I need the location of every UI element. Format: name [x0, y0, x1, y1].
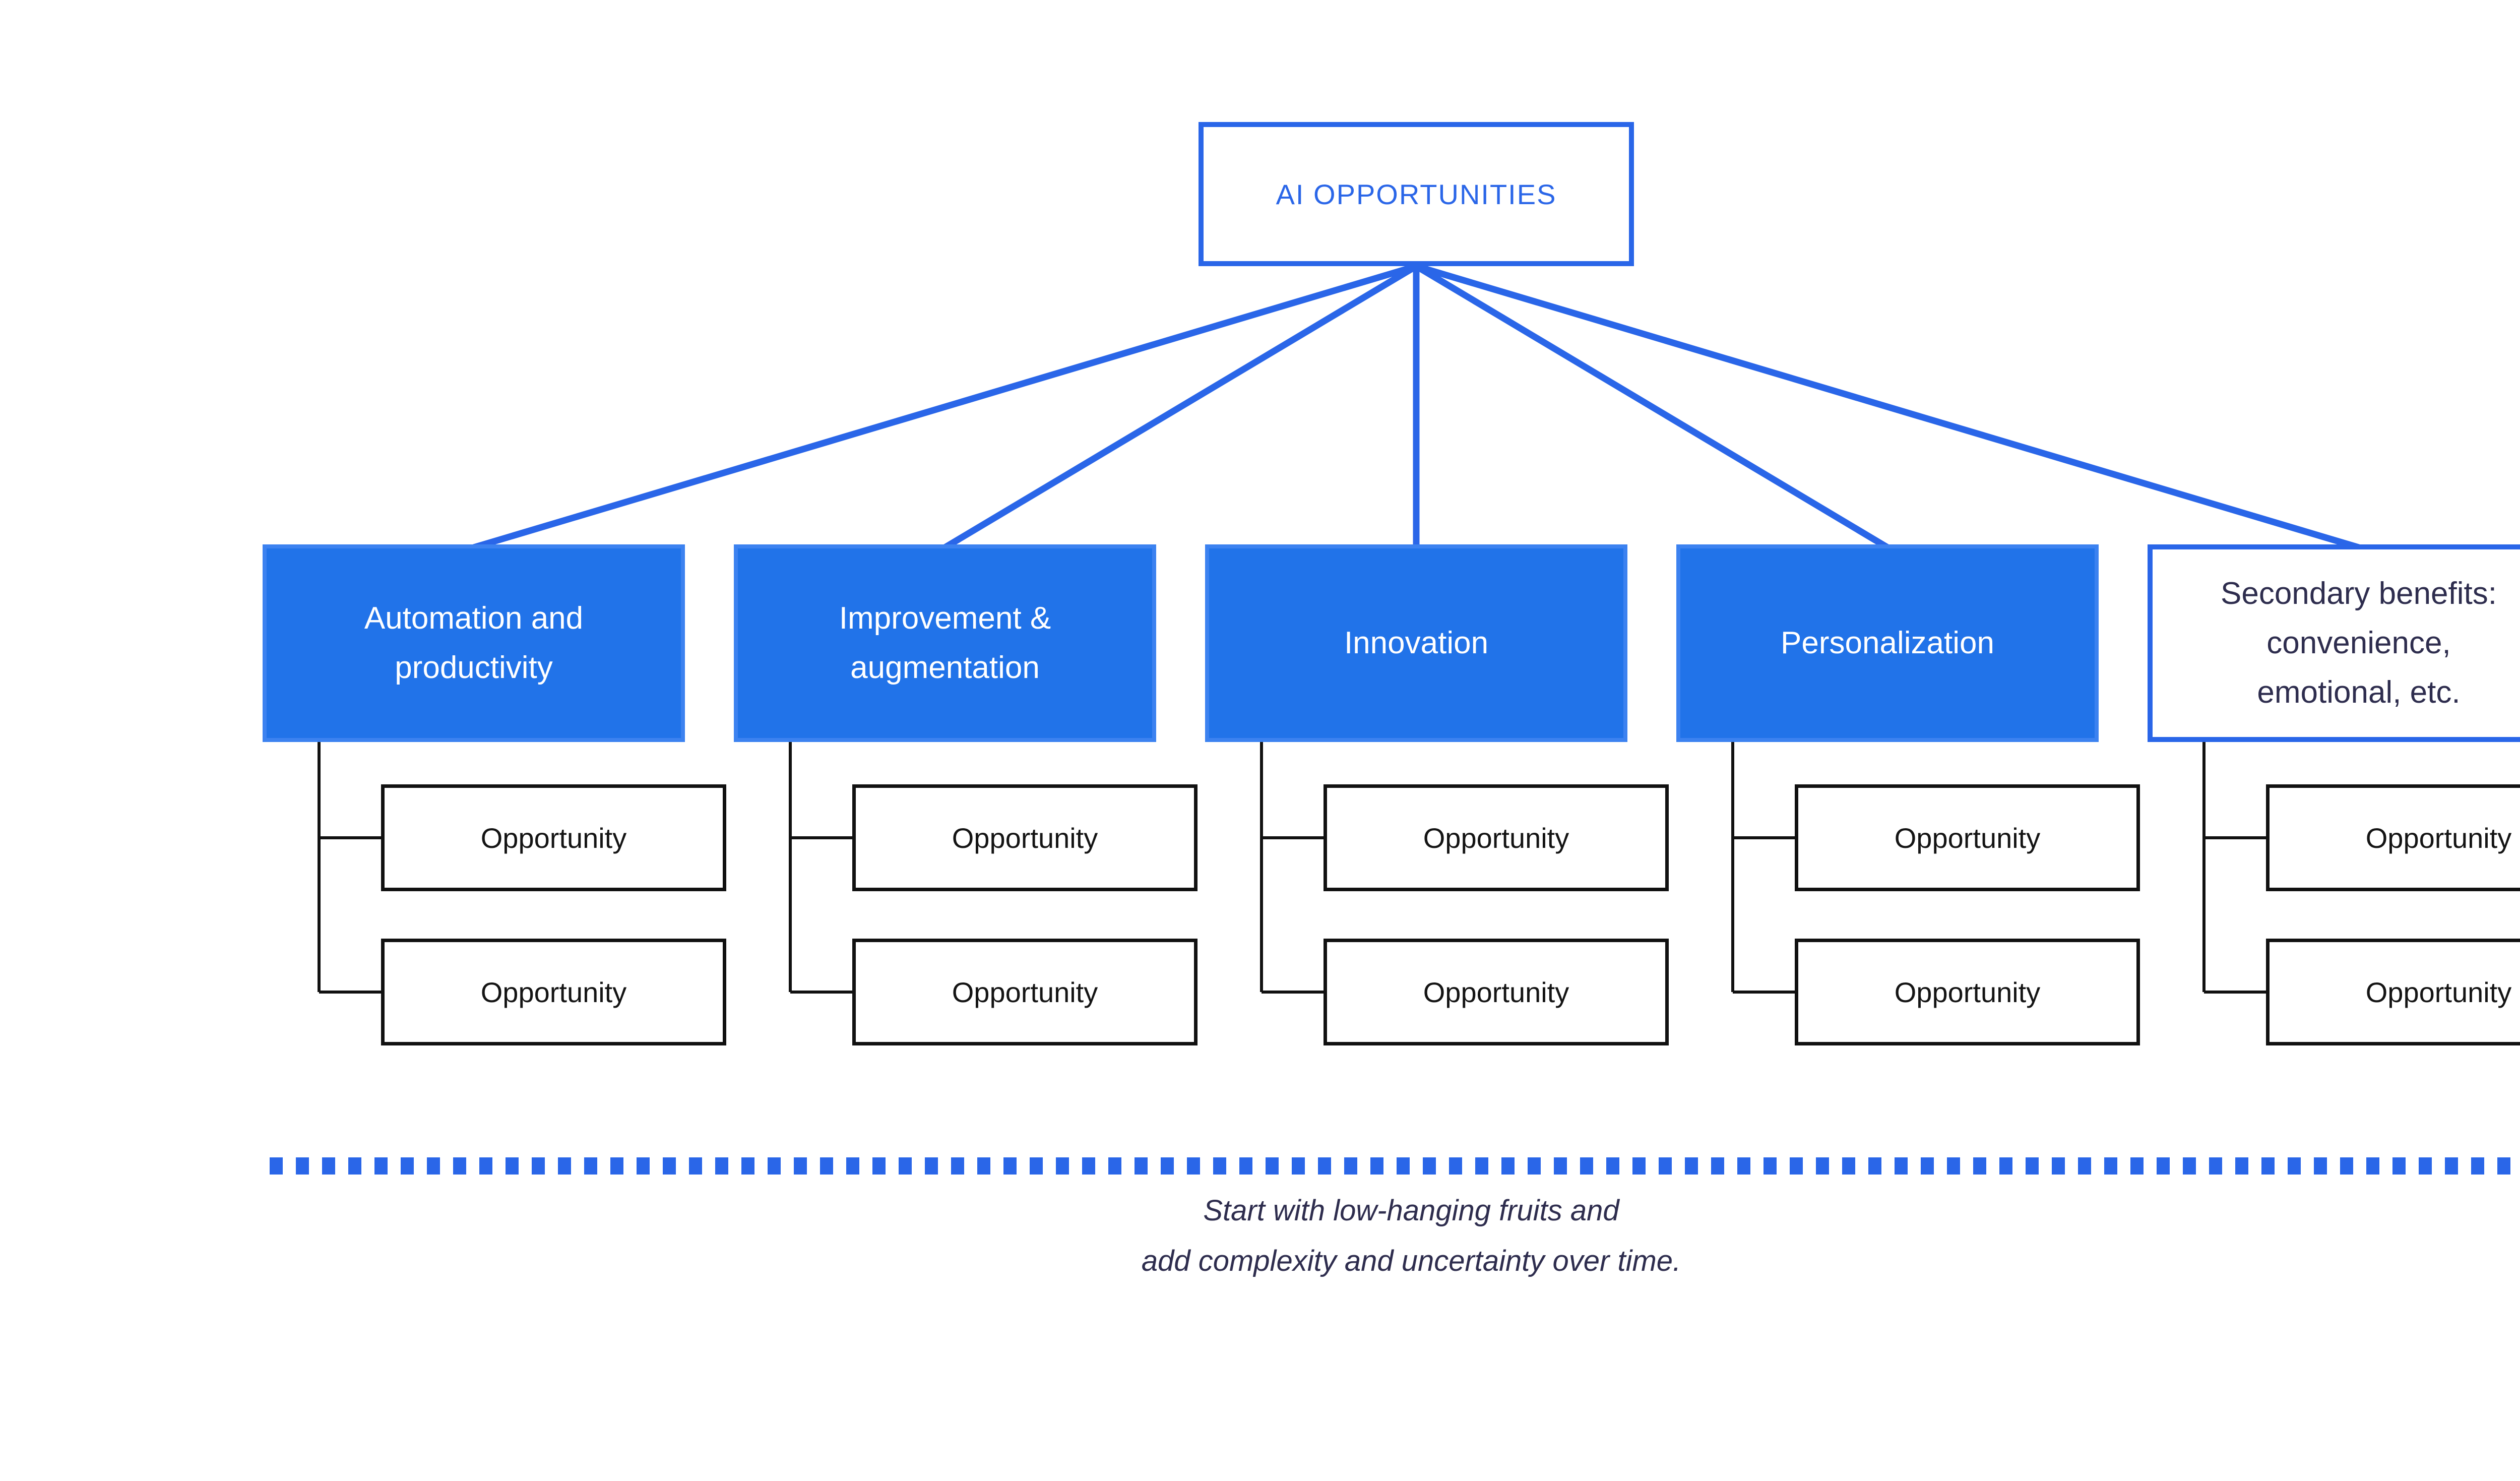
opportunity-node: Opportunity	[1324, 784, 1669, 891]
opportunity-label: Opportunity	[2365, 822, 2512, 854]
opportunity-node: Opportunity	[1795, 784, 2140, 891]
opportunity-node: Opportunity	[1324, 939, 1669, 1045]
root-node: AI OPPORTUNITIES	[1199, 122, 1634, 266]
category-node-personalization: Personalization	[1676, 544, 2099, 742]
category-node-secondary-benefits: Secondary benefits: convenience, emotion…	[2148, 544, 2520, 742]
opportunity-node: Opportunity	[381, 784, 726, 891]
opportunity-node: Opportunity	[852, 784, 1198, 891]
opportunity-node: Opportunity	[2266, 939, 2520, 1045]
category-label: Improvement & augmentation	[839, 601, 1051, 685]
child-connectors	[318, 740, 2266, 994]
opportunity-label: Opportunity	[480, 822, 627, 854]
opportunity-label: Opportunity	[2365, 976, 2512, 1008]
category-label: Personalization	[1781, 626, 1994, 660]
fan-line-5	[1415, 263, 2360, 551]
timeline-caption: Start with low-hanging fruits and add co…	[1141, 1194, 1681, 1277]
opportunity-label: Opportunity	[1423, 976, 1569, 1008]
category-node-automation: Automation and productivity	[263, 544, 685, 742]
opportunity-node: Opportunity	[381, 939, 726, 1045]
category-label: Automation and productivity	[364, 601, 584, 685]
fan-line-4	[1414, 263, 1889, 550]
fan-lines	[473, 263, 2360, 551]
fan-line-1	[473, 263, 1417, 551]
opportunity-node: Opportunity	[2266, 784, 2520, 891]
opportunity-node: Opportunity	[852, 939, 1198, 1045]
opportunity-label: Opportunity	[1894, 976, 2041, 1008]
category-node-improvement: Improvement & augmentation	[734, 544, 1156, 742]
connector-col-5	[2202, 740, 2266, 994]
opportunity-label: Opportunity	[480, 976, 627, 1008]
opportunity-label: Opportunity	[1423, 822, 1569, 854]
connector-col-3	[1260, 740, 1324, 994]
connector-col-4	[1731, 740, 1795, 994]
connector-col-2	[789, 740, 852, 994]
category-node-innovation: Innovation	[1205, 544, 1627, 742]
opportunity-node: Opportunity	[1795, 939, 2140, 1045]
category-label: Innovation	[1344, 626, 1489, 660]
opportunity-label: Opportunity	[1894, 822, 2041, 854]
category-label: Secondary benefits: convenience, emotion…	[2220, 576, 2497, 710]
connector-col-1	[318, 740, 381, 994]
fan-line-2	[943, 263, 1418, 550]
timeline-arrow-dashes	[270, 1157, 2520, 1175]
opportunity-label: Opportunity	[952, 822, 1098, 854]
root-node-label: AI OPPORTUNITIES	[1276, 178, 1557, 210]
opportunity-label: Opportunity	[952, 976, 1098, 1008]
